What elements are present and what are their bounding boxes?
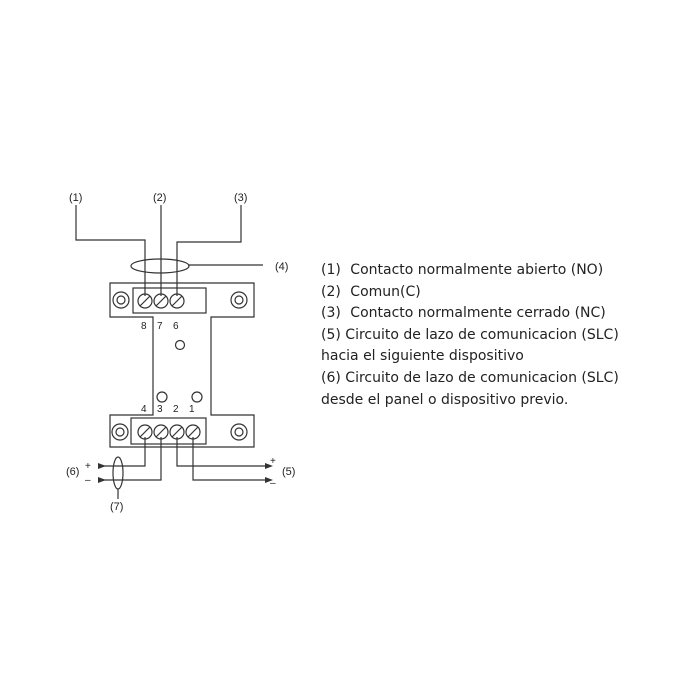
legend-text: Contacto normalmente abierto (NO) <box>350 262 604 278</box>
legend-item-1: (1) Contacto normalmente abierto (NO) <box>321 260 651 282</box>
led-left <box>156 391 168 403</box>
terminal-label-4: 4 <box>141 404 147 415</box>
legend-text: Contacto normalmente cerrado (NC) <box>350 305 606 322</box>
bottom-terminal-block <box>130 417 207 445</box>
screw-terminal-6 <box>169 293 185 309</box>
terminal-label-8: 8 <box>141 321 147 332</box>
callout-2: (2) <box>153 192 166 204</box>
screw-terminal-2 <box>169 424 185 440</box>
screw-terminal-1 <box>185 424 201 440</box>
module-outline <box>109 282 255 448</box>
legend-text: Circuito de lazo de comunicacion (SLC) <box>345 326 619 343</box>
screw-terminal-8 <box>137 293 153 309</box>
screw-terminal-4 <box>137 424 153 440</box>
cable-bundle-bottom <box>112 456 124 490</box>
wire-slc-out-plus <box>176 437 265 467</box>
legend: (1) Contacto normalmente abierto (NO) (2… <box>321 260 651 411</box>
top-terminal-block <box>132 287 207 314</box>
callout-7: (7) <box>110 501 123 513</box>
legend-text-continued: hacia el siguiente dispositivo <box>321 348 524 365</box>
callout-6: (6) <box>66 466 79 478</box>
legend-item-3: (3) Contacto normalmente cerrado (NC) <box>321 303 651 325</box>
legend-item-6-continued: desde el panel o dispositivo previo. <box>321 390 651 412</box>
legend-num: (6) <box>321 369 341 386</box>
screw-terminal-3 <box>153 424 169 440</box>
wire-slc-out-minus <box>192 437 265 481</box>
legend-item-2: (2) Comun(C) <box>321 282 651 304</box>
arrow-in-minus <box>98 477 106 483</box>
cable-bundle-top <box>130 258 190 274</box>
callout-3: (3) <box>234 192 247 204</box>
legend-num: (3) <box>321 305 341 322</box>
polarity-out-minus: – <box>270 478 276 489</box>
led-right <box>191 391 203 403</box>
callout-1: (1) <box>69 192 82 204</box>
legend-num: (2) <box>321 283 341 300</box>
legend-item-6: (6) Circuito de lazo de comunicacion (SL… <box>321 368 651 390</box>
mounting-hole-bottom-right <box>230 423 248 441</box>
polarity-in-minus: – <box>85 475 91 486</box>
arrow-in-plus <box>98 463 106 469</box>
polarity-out-plus: + <box>270 456 276 467</box>
legend-num: (1) <box>321 262 341 278</box>
wire-nc <box>176 205 242 296</box>
terminal-label-6: 6 <box>173 321 179 332</box>
status-led <box>174 339 186 351</box>
terminal-label-2: 2 <box>173 404 179 415</box>
callout-4: (4) <box>275 261 288 273</box>
wire-no <box>75 205 146 296</box>
legend-item-5-continued: hacia el siguiente dispositivo <box>321 346 651 368</box>
legend-item-5: (5) Circuito de lazo de comunicacion (SL… <box>321 325 651 347</box>
legend-text-continued: desde el panel o dispositivo previo. <box>321 391 569 408</box>
terminal-label-7: 7 <box>157 321 163 332</box>
legend-num: (5) <box>321 326 341 343</box>
callout-5: (5) <box>282 466 295 478</box>
arrow-out-plus <box>265 463 273 469</box>
terminal-label-3: 3 <box>157 404 163 415</box>
mounting-hole-top-left <box>112 291 130 309</box>
mounting-hole-bottom-left <box>111 423 129 441</box>
legend-text: Comun(C) <box>350 283 421 300</box>
legend-text: Circuito de lazo de comunicacion (SLC) <box>345 369 619 386</box>
arrow-out-minus <box>265 477 273 483</box>
wire-slc-in-minus <box>98 437 162 481</box>
mounting-hole-top-right <box>230 291 248 309</box>
screw-terminal-7 <box>153 293 169 309</box>
terminal-label-1: 1 <box>189 404 195 415</box>
polarity-in-plus: + <box>85 461 91 472</box>
